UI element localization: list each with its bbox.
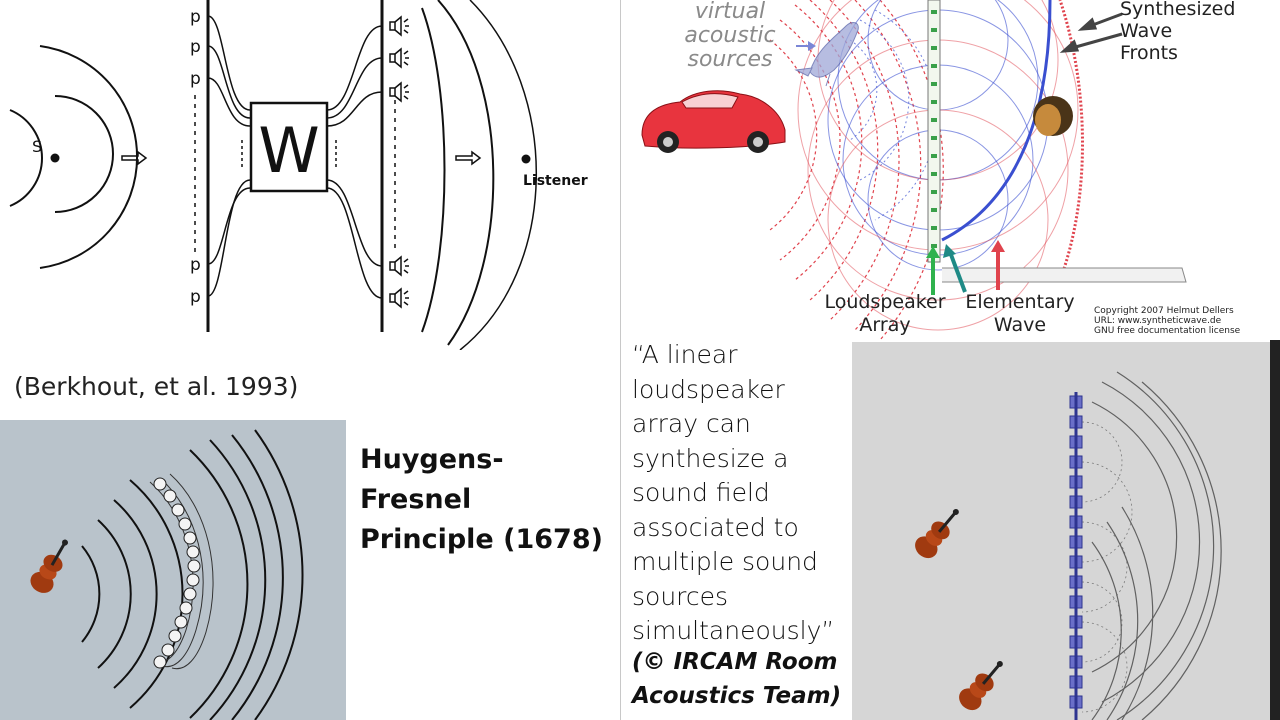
loudspeaker-array-label: Loudspeaker (824, 291, 945, 313)
mic-label: p (190, 37, 201, 57)
credit-line: Acoustics Team) (632, 683, 842, 709)
quote-line: simultaneously” (632, 616, 835, 645)
huygens-title-line: Principle (1678) (360, 524, 603, 555)
elementary-wave-label: Wave (994, 314, 1046, 336)
right-arrow-icon (455, 150, 482, 166)
quote-line: “A linear (632, 340, 738, 369)
microphone-array: p p p p p (190, 7, 201, 307)
bird-icon (794, 22, 859, 87)
virtual-sources-label: acoustic (684, 23, 775, 48)
virtual-sources-label: virtual (695, 0, 765, 24)
wfs-quote: “A linear loudspeaker array can synthesi… (632, 338, 852, 649)
huygens-title-line: Huygens- (360, 444, 504, 475)
quote-line: sources (632, 581, 729, 611)
source-dot (50, 153, 60, 163)
violin-icon (30, 539, 68, 593)
huygens-title-line: Fresnel (360, 484, 472, 515)
synth-fronts-label: Synthesized (1120, 0, 1235, 20)
virtual-sources-label: sources (687, 47, 772, 72)
listener-label: Listener (523, 173, 588, 189)
mic-label: p (190, 255, 201, 275)
quote-line: synthesize a (632, 443, 789, 473)
quote-credit: (© IRCAM Room Acoustics Team) (632, 645, 841, 713)
copyright-line: GNU free documentation license (1094, 326, 1241, 336)
wfs-diagram: virtual acoustic sources Synthesized Wav… (641, 0, 1241, 340)
listener-head-icon (1033, 96, 1073, 136)
violin-icon (959, 660, 1003, 711)
quote-line: array can (632, 409, 751, 438)
source-label: S (32, 137, 42, 156)
teal-arrow-icon (943, 244, 967, 293)
listener-dot (521, 154, 531, 164)
red-arrow-icon (991, 240, 1005, 290)
synth-fronts-label: Wave (1120, 20, 1172, 42)
mic-label: p (190, 287, 201, 307)
violin-icon (915, 508, 959, 559)
copyright-line: URL: www.syntheticwave.de (1094, 316, 1222, 326)
ircam-diagram (852, 342, 1270, 720)
quote-line: loudspeaker (632, 374, 785, 404)
synth-wavefront-red (1058, 0, 1084, 281)
quote-line: sound field (632, 478, 770, 507)
loudspeaker-array-bar (927, 0, 941, 263)
mic-label: p (190, 7, 201, 27)
right-arrow-icon (796, 41, 816, 51)
panel-divider (620, 0, 621, 720)
berkhout-diagram: S p p p p p W (9, 0, 588, 350)
loudspeaker-array-label: Array (859, 314, 910, 336)
mic-label: p (190, 69, 201, 89)
huygens-title: Huygens- Fresnel Principle (1678) (360, 440, 603, 560)
elementary-wave-label: Elementary (965, 291, 1074, 313)
virtual-wave-arcs (769, 0, 944, 340)
quote-line: associated to (632, 512, 799, 542)
panel-edge (1270, 340, 1280, 720)
green-arrow-icon (926, 246, 940, 295)
berkhout-citation: (Berkhout, et al. 1993) (14, 372, 299, 401)
huygens-diagram (0, 420, 346, 720)
right-arrow-icon (121, 150, 148, 166)
synth-fronts-label: Fronts (1120, 42, 1178, 64)
copyright-line: Copyright 2007 Helmut Dellers (1094, 306, 1234, 316)
credit-line: (© IRCAM Room (632, 649, 838, 675)
w-matrix-label: W (258, 114, 319, 187)
synth-wavefront-blue (941, 0, 1052, 242)
w-matrix-box (249, 101, 329, 193)
car-icon (641, 90, 786, 153)
arrow-icon (1059, 12, 1123, 53)
loudspeaker-array-icons (389, 15, 409, 309)
quote-line: multiple sound (632, 547, 818, 576)
